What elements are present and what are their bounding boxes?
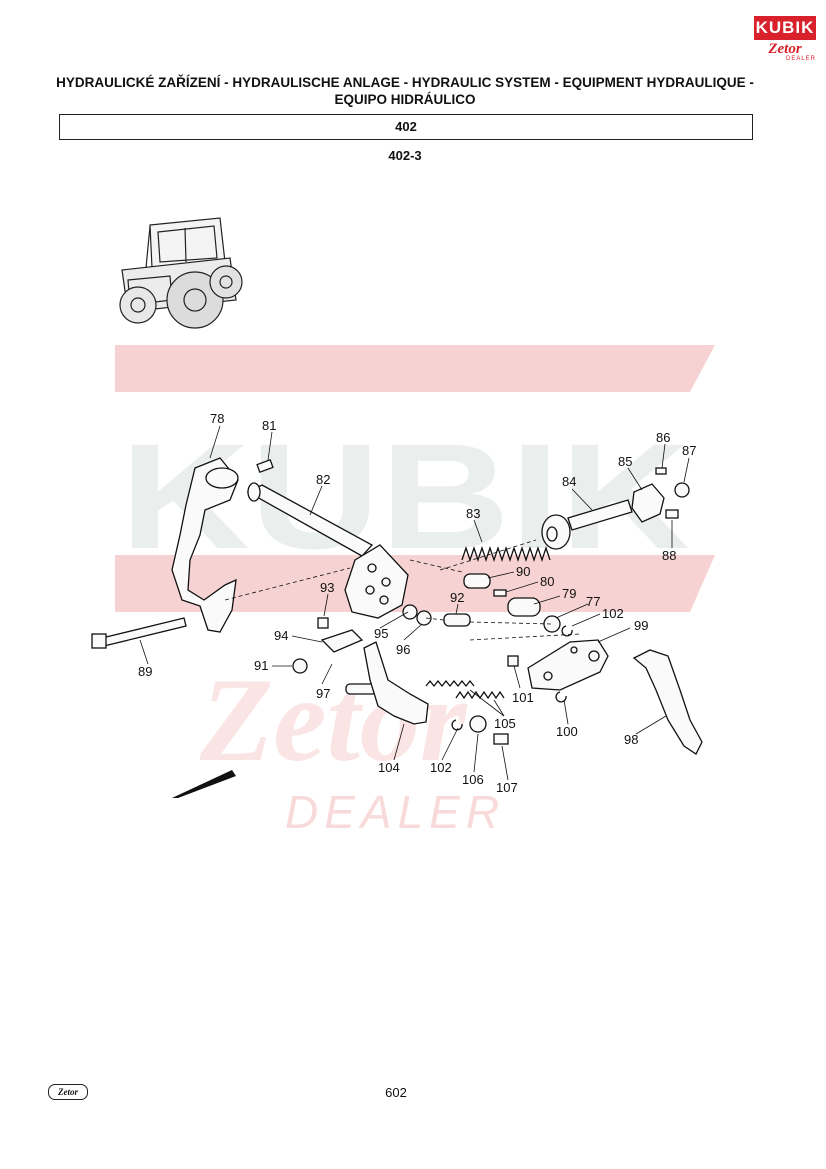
part-99-plate	[527, 639, 609, 691]
page-number: 602	[385, 1085, 407, 1100]
plate-hole	[543, 671, 553, 681]
callout-106: 106	[462, 772, 484, 787]
part-89-head	[91, 633, 107, 649]
callout-100: 100	[556, 724, 578, 739]
watermark-band-top	[115, 345, 715, 392]
callout-78: 78	[210, 411, 224, 426]
callout-89: 89	[138, 664, 152, 679]
part-106-bush	[469, 715, 487, 733]
callout-105: 105	[494, 716, 516, 731]
watermark-dealer: DEALER	[285, 786, 505, 838]
part-104-lever	[363, 641, 429, 725]
leader-lines	[139, 425, 690, 781]
callout-81: 81	[262, 418, 276, 433]
callout-80: 80	[540, 574, 554, 589]
callout-94: 94	[274, 628, 288, 643]
footer-zetor-logo: Zetor	[48, 1084, 88, 1100]
tractor-illustration	[119, 217, 243, 329]
part-83-spring	[461, 545, 551, 563]
part-82-plate	[344, 544, 409, 619]
callout-107: 107	[496, 780, 518, 795]
direction-arrow-icon	[172, 770, 236, 798]
callout-88: 88	[662, 548, 676, 563]
plate-hole	[570, 646, 578, 654]
callout-91: 91	[254, 658, 268, 673]
part-107-bolt	[493, 733, 509, 745]
alignment-lines	[224, 539, 581, 641]
part-81-key	[256, 459, 274, 473]
part-105-spring-a	[425, 679, 475, 688]
watermark: KUBIK Zetor DEALER	[115, 345, 715, 838]
title-line-2: EQUIPO HIDRÁULICO	[334, 92, 476, 107]
callout-92: 92	[450, 590, 464, 605]
part-88-pin	[665, 509, 679, 519]
watermark-zetor: Zetor	[199, 653, 468, 786]
plate-hole	[588, 650, 600, 662]
part-79-bush	[507, 597, 541, 617]
plate-hole	[379, 595, 389, 605]
part-100-circlip	[555, 691, 567, 703]
part-84-head-hole	[546, 526, 558, 542]
callout-83: 83	[466, 506, 480, 521]
callout-86: 86	[656, 430, 670, 445]
callout-99: 99	[634, 618, 648, 633]
part-91-washer	[292, 658, 308, 674]
part-78-lever	[171, 457, 239, 633]
part-86-pin	[655, 467, 667, 475]
part-78-bore	[205, 467, 239, 489]
callout-104: 104	[378, 760, 400, 775]
part-89-bolt	[101, 617, 187, 647]
callout-77: 77	[586, 594, 600, 609]
part-82-shaft-end	[247, 482, 261, 502]
callout-79: 79	[562, 586, 576, 601]
plate-hole	[381, 577, 391, 587]
part-77-ring	[543, 615, 561, 633]
group-code-box: 402	[59, 114, 753, 140]
kubik-zetor-logo: KUBIK Zetor DEALER	[754, 16, 816, 64]
plate-hole	[367, 563, 377, 573]
callout-95: 95	[374, 626, 388, 641]
callout-96: 96	[396, 642, 410, 657]
part-98-lever	[632, 649, 703, 755]
part-85-block	[631, 483, 665, 523]
part-94-bracket	[320, 629, 364, 653]
watermark-band-middle	[115, 555, 715, 612]
logo-kubik-text: KUBIK	[754, 16, 816, 40]
part-101-bolt	[507, 655, 519, 667]
callout-98: 98	[624, 732, 638, 747]
part-93-bolt	[317, 617, 329, 629]
callout-87: 87	[682, 443, 696, 458]
part-92-pin	[443, 613, 471, 627]
part-95-washer	[402, 604, 418, 620]
parts	[91, 457, 703, 798]
callout-97: 97	[316, 686, 330, 701]
logo-dealer-text: DEALER	[785, 56, 816, 62]
part-96-washer	[416, 610, 432, 626]
sub-code: 402-3	[388, 148, 422, 163]
part-90-sleeve	[463, 573, 491, 589]
callout-labels: 78 81 82 84 85 86 87 88 83 90 80 79 77 1…	[138, 411, 696, 795]
part-102-circlip-lower	[451, 719, 463, 731]
title-line-1: HYDRAULICKÉ ZAŘÍZENÍ - HYDRAULISCHE ANLA…	[56, 75, 754, 90]
logo-zetor-text: Zetor	[768, 41, 802, 57]
part-80-pin	[493, 589, 507, 597]
callout-101: 101	[512, 690, 534, 705]
callout-102-lower: 102	[430, 760, 452, 775]
page-title: HYDRAULICKÉ ZAŘÍZENÍ - HYDRAULISCHE ANLA…	[40, 74, 770, 108]
callout-84: 84	[562, 474, 576, 489]
plate-hole	[365, 585, 375, 595]
callout-102: 102	[602, 606, 624, 621]
part-87-nut	[674, 482, 690, 498]
callout-93: 93	[320, 580, 334, 595]
callout-82: 82	[316, 472, 330, 487]
part-84-bolt	[567, 499, 633, 531]
callout-90: 90	[516, 564, 530, 579]
group-code: 402	[395, 119, 417, 134]
callout-85: 85	[618, 454, 632, 469]
